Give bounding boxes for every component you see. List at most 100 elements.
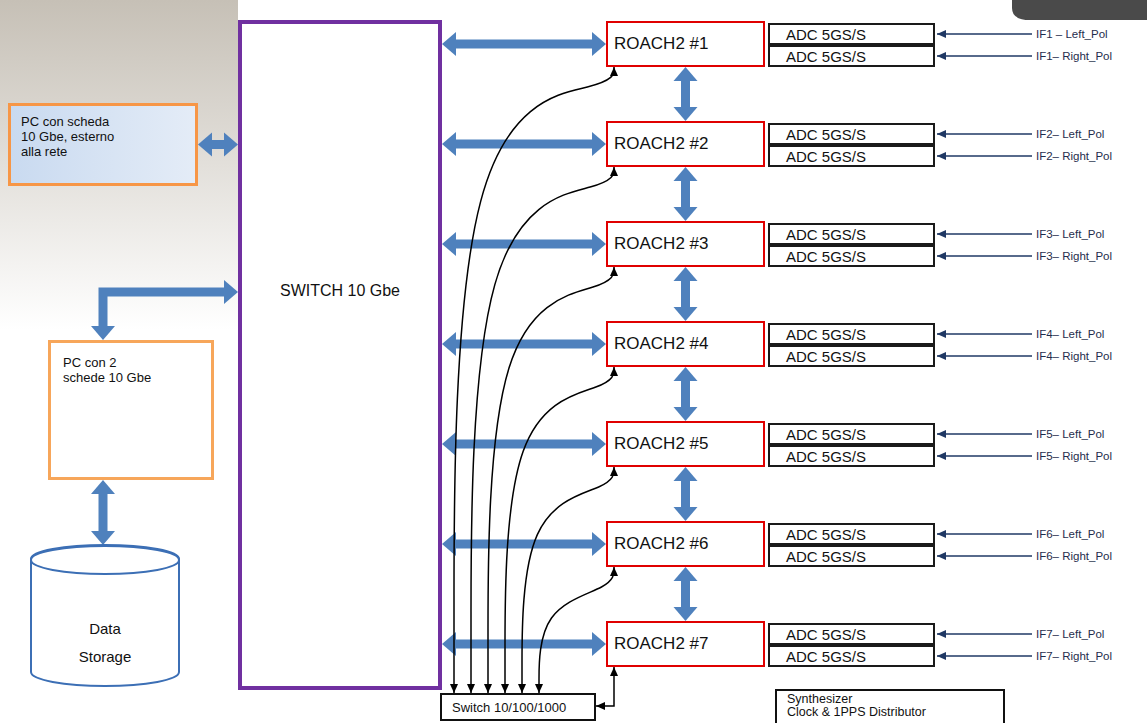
node-text: ADC 5GS/S xyxy=(786,449,933,464)
adc-box: ADC 5GS/S xyxy=(768,623,935,645)
roach2-board: ROACH2 #6 xyxy=(606,521,765,567)
data-link-arrow xyxy=(456,40,592,49)
if-signal-label: IF2– Right_Pol xyxy=(1036,150,1112,162)
if-arrow xyxy=(937,155,1032,157)
data-link-arrow xyxy=(681,381,690,407)
adc-box: ADC 5GS/S xyxy=(768,545,935,567)
adc-box: ADC 5GS/S xyxy=(768,45,935,67)
node-text: ADC 5GS/S xyxy=(786,127,933,142)
control-link xyxy=(488,267,614,693)
control-link xyxy=(522,467,614,693)
control-link xyxy=(454,67,614,693)
node-text: ROACH2 #2 xyxy=(614,134,763,154)
if-arrow xyxy=(937,333,1032,335)
adc-box: ADC 5GS/S xyxy=(768,645,935,667)
if-arrow xyxy=(937,633,1032,635)
adc-box: ADC 5GS/S xyxy=(768,23,935,45)
data-link-arrow xyxy=(681,81,690,107)
node-text: PC con 2 schede 10 Gbe xyxy=(63,355,159,385)
node-text: Data Storage xyxy=(70,615,140,671)
slide-corner xyxy=(1012,0,1147,20)
node-text: ADC 5GS/S xyxy=(786,649,933,664)
node-text: ROACH2 #5 xyxy=(614,434,763,454)
roach2-board: ROACH2 #7 xyxy=(606,621,765,667)
node-text: ROACH2 #6 xyxy=(614,534,763,554)
node-text: ADC 5GS/S xyxy=(786,149,933,164)
node-text: ROACH2 #3 xyxy=(614,234,763,254)
if-signal-label: IF5– Right_Pol xyxy=(1036,450,1112,462)
if-arrow xyxy=(937,33,1032,35)
adc-box: ADC 5GS/S xyxy=(768,345,935,367)
node-text: ROACH2 #7 xyxy=(614,634,763,654)
node-text: ROACH2 #4 xyxy=(614,334,763,354)
node-text: PC con scheda 10 Gbe, esterno alla rete xyxy=(21,114,117,159)
roach2-board: ROACH2 #1 xyxy=(606,21,765,67)
if-signal-label: IF7– Left_Pol xyxy=(1036,628,1104,640)
data-link-arrow xyxy=(456,540,592,549)
control-link xyxy=(539,567,614,693)
if-arrow xyxy=(937,133,1032,135)
node-text: ADC 5GS/S xyxy=(786,249,933,264)
if-signal-label: IF2– Left_Pol xyxy=(1036,128,1104,140)
data-link-arrow xyxy=(99,494,108,531)
roach2-board: ROACH2 #2 xyxy=(606,121,765,167)
cylinder-body xyxy=(31,545,179,686)
if-signal-label: IF3– Left_Pol xyxy=(1036,228,1104,240)
roach2-board: ROACH2 #5 xyxy=(606,421,765,467)
adc-box: ADC 5GS/S xyxy=(768,423,935,445)
roach2-board: ROACH2 #4 xyxy=(606,321,765,367)
adc-box: ADC 5GS/S xyxy=(768,145,935,167)
control-link xyxy=(505,367,614,693)
node-text: ADC 5GS/S xyxy=(786,227,933,242)
data-link-arrow xyxy=(681,281,690,307)
if-signal-label: IF4– Right_Pol xyxy=(1036,350,1112,362)
pc-box: PC con 2 schede 10 Gbe xyxy=(48,340,214,480)
if-arrow xyxy=(937,233,1032,235)
storage-cylinder: Data Storage xyxy=(30,545,180,686)
if-arrow xyxy=(937,455,1032,457)
if-arrow xyxy=(937,433,1032,435)
adc-box: ADC 5GS/S xyxy=(768,445,935,467)
node-text: ADC 5GS/S xyxy=(786,527,933,542)
node-text: SWITCH 10 Gbe xyxy=(280,282,400,300)
synthesizer-box: SynthesizerClock & 1PPS Distributor xyxy=(775,689,1005,723)
if-arrow xyxy=(937,255,1032,257)
data-link-arrow xyxy=(456,640,592,649)
data-link-arrow xyxy=(103,292,224,326)
pc-box: PC con scheda 10 Gbe, esterno alla rete xyxy=(8,103,198,186)
switch-box: SWITCH 10 Gbe xyxy=(238,20,442,690)
if-arrow xyxy=(937,655,1032,657)
control-link xyxy=(471,167,614,693)
if-signal-label: IF5– Left_Pol xyxy=(1036,428,1104,440)
roach2-board: ROACH2 #3 xyxy=(606,221,765,267)
adc-box: ADC 5GS/S xyxy=(768,523,935,545)
if-arrow xyxy=(937,555,1032,557)
adc-box: ADC 5GS/S xyxy=(768,123,935,145)
cylinder-top xyxy=(31,546,179,574)
if-signal-label: IF6– Left_Pol xyxy=(1036,528,1104,540)
data-link-arrow xyxy=(456,140,592,149)
if-signal-label: IF4– Left_Pol xyxy=(1036,328,1104,340)
if-arrow-group xyxy=(937,34,1032,656)
adc-box: ADC 5GS/S xyxy=(768,245,935,267)
slide-backdrop xyxy=(0,0,238,330)
adc-box: ADC 5GS/S xyxy=(768,323,935,345)
adc-box: ADC 5GS/S xyxy=(768,223,935,245)
node-text: ADC 5GS/S xyxy=(786,49,933,64)
if-signal-label: IF1 – Left_Pol xyxy=(1036,28,1108,40)
node-text: Synthesizer xyxy=(787,693,993,706)
node-text: ADC 5GS/S xyxy=(786,27,933,42)
node-text: ADC 5GS/S xyxy=(786,349,933,364)
node-text: ADC 5GS/S xyxy=(786,427,933,442)
if-arrow xyxy=(937,355,1032,357)
if-signal-label: IF6– Right_Pol xyxy=(1036,550,1112,562)
data-link-arrow xyxy=(681,481,690,507)
data-link-arrow xyxy=(681,581,690,607)
if-signal-label: IF3– Right_Pol xyxy=(1036,250,1112,262)
data-link-arrow xyxy=(456,340,592,349)
node-text: Switch 10/100/1000 xyxy=(452,700,594,715)
data-link-arrow xyxy=(212,140,224,149)
control-link xyxy=(596,667,614,706)
gigabit-switch-box: Switch 10/100/1000 xyxy=(440,693,596,721)
node-text: ADC 5GS/S xyxy=(786,627,933,642)
